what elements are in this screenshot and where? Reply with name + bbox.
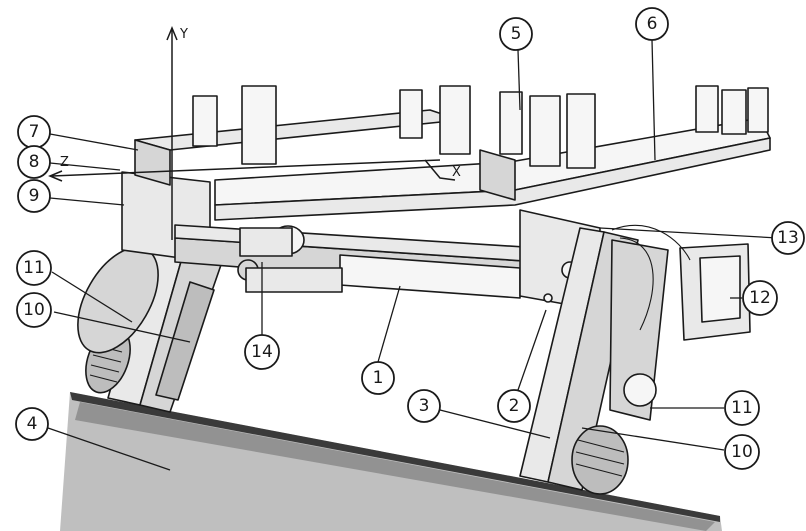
callout-7: 7 <box>17 115 51 149</box>
callout-14-label: 14 <box>251 342 273 362</box>
callout-4-label: 4 <box>27 414 38 434</box>
callout-11-left-label: 11 <box>23 258 45 278</box>
callout-14: 14 <box>244 334 280 370</box>
callout-11-right-label: 11 <box>731 398 753 418</box>
callout-1-label: 1 <box>373 368 384 388</box>
callout-13: 13 <box>771 221 805 255</box>
leader-lines <box>47 39 779 471</box>
ground-rail <box>60 392 722 531</box>
callout-10-left-label: 10 <box>23 300 45 320</box>
callout-3: 3 <box>407 389 441 423</box>
callout-9: 9 <box>17 179 51 213</box>
callout-8-label: 8 <box>29 152 40 172</box>
upper-carriage <box>134 85 771 221</box>
callout-5: 5 <box>499 17 533 51</box>
axis-label-z: Z <box>60 155 69 170</box>
cable-box <box>611 224 751 341</box>
callout-12-label: 12 <box>749 288 771 308</box>
callout-11-left: 11 <box>16 250 52 286</box>
callout-3-label: 3 <box>419 396 430 416</box>
callout-2-label: 2 <box>509 396 520 416</box>
callout-2: 2 <box>497 389 531 423</box>
callout-6: 6 <box>635 7 669 41</box>
callout-11-right: 11 <box>724 390 760 426</box>
axis-label-y: Y <box>179 27 188 42</box>
callout-6-label: 6 <box>647 14 658 34</box>
callout-8: 8 <box>17 145 51 179</box>
callout-10-right: 10 <box>724 434 760 470</box>
axis-label-x: X <box>452 165 461 180</box>
callout-4: 4 <box>15 407 49 441</box>
callout-12: 12 <box>742 280 778 316</box>
coordinate-axes: Y Z X <box>48 26 461 240</box>
callout-1: 1 <box>361 361 395 395</box>
callout-7-label: 7 <box>29 122 40 142</box>
left-leg-assembly <box>77 246 223 413</box>
callout-10-left: 10 <box>16 292 52 328</box>
callout-13-label: 13 <box>777 228 799 248</box>
callout-5-label: 5 <box>511 24 522 44</box>
callout-10-right-label: 10 <box>731 442 753 462</box>
callout-9-label: 9 <box>29 186 40 206</box>
